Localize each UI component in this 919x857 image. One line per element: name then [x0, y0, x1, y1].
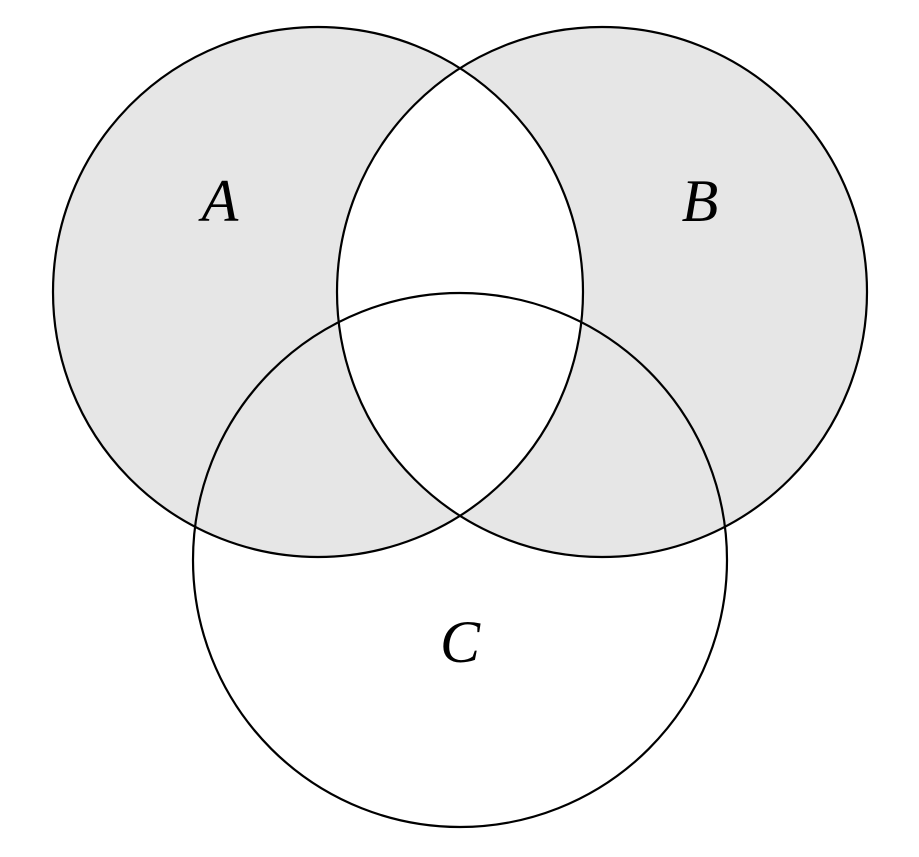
circle-outline-group	[51, 25, 869, 829]
circle-outline-a[interactable]	[51, 25, 585, 559]
circle-outline-b[interactable]	[335, 25, 869, 559]
set-label-group: A B C	[198, 168, 719, 675]
circle-outline-c[interactable]	[191, 291, 729, 829]
set-label-c: C	[440, 609, 481, 675]
set-label-a: A	[198, 168, 239, 234]
set-label-b: B	[682, 168, 719, 234]
